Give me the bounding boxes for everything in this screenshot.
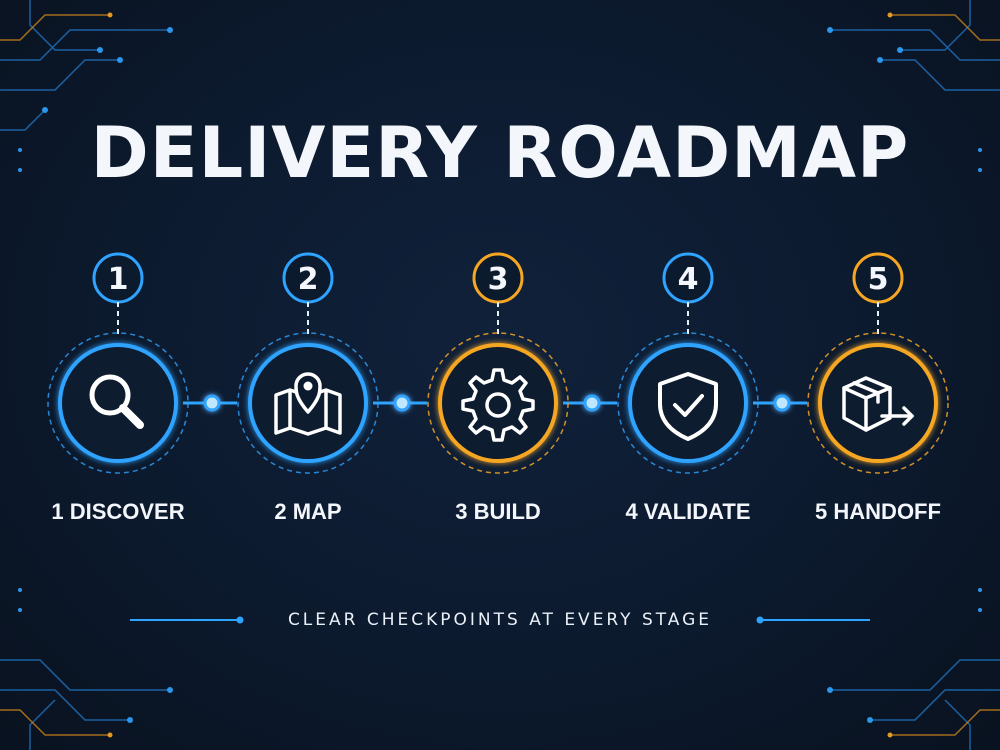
- step-number: 5: [868, 262, 889, 297]
- step-5: 5: [807, 252, 949, 474]
- step-outer-ring: [47, 332, 189, 474]
- step-outer-ring: [617, 332, 759, 474]
- step-label-build: 3 BUILD: [455, 499, 541, 524]
- step-number: 4: [678, 262, 699, 297]
- step-number: 1: [108, 262, 129, 297]
- connector-node: [393, 394, 411, 412]
- step-circle: [438, 343, 558, 463]
- step-number: 3: [488, 262, 509, 297]
- step-label-handoff: 5 HANDOFF: [815, 499, 941, 524]
- step-label-discover: 1 DISCOVER: [51, 499, 185, 524]
- step-label-validate: 4 VALIDATE: [625, 499, 751, 524]
- step-4: 4: [617, 252, 759, 474]
- map-pin-icon: [274, 372, 342, 436]
- connector-node: [773, 394, 791, 412]
- page-title: DELIVERY ROADMAP: [90, 112, 910, 194]
- magnifier-icon: [89, 374, 144, 429]
- step-number: 2: [298, 262, 319, 297]
- shield-check-icon: [658, 372, 718, 441]
- step-2: 2: [237, 252, 379, 474]
- connector-node: [583, 394, 601, 412]
- gear-icon: [461, 368, 535, 442]
- step-3: 3: [427, 252, 569, 474]
- tagline-rules: [130, 616, 870, 624]
- step-outer-ring: [237, 332, 379, 474]
- step-circle: [58, 343, 178, 463]
- connector-lines: [183, 394, 807, 412]
- box-arrow-icon: [842, 376, 914, 432]
- step-outer-ring: [427, 332, 569, 474]
- step-label-map: 2 MAP: [274, 499, 342, 524]
- connector-node: [203, 394, 221, 412]
- step-outer-ring: [807, 332, 949, 474]
- tagline: CLEAR CHECKPOINTS AT EVERY STAGE: [287, 610, 713, 630]
- step-circle: [628, 343, 748, 463]
- step-1: 1: [47, 252, 189, 474]
